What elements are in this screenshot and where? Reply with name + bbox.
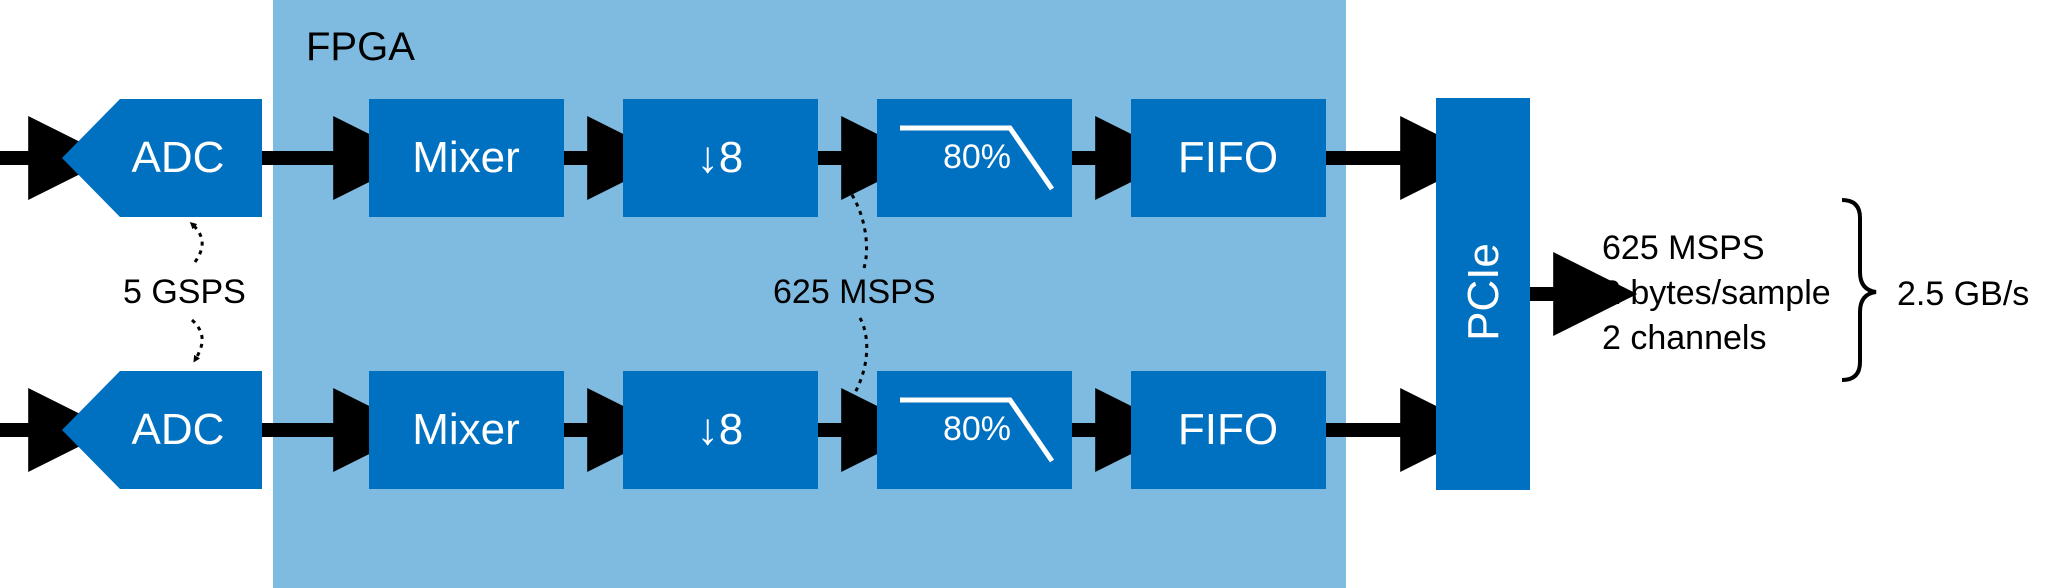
lowpass-response-icon — [900, 125, 1055, 191]
fifo-block — [1131, 371, 1326, 489]
lowpass-response-icon — [900, 397, 1055, 463]
decimator-block — [623, 99, 818, 217]
adc-label: ADC — [132, 405, 225, 454]
fpga-region — [273, 0, 1346, 588]
channel-top: ADC Mixer ↓8 80% FIFO — [0, 99, 1485, 217]
pcie-label: PCIe — [1459, 243, 1508, 341]
fifo-label: FIFO — [1178, 405, 1278, 454]
adc-rate-label: 5 GSPS — [123, 273, 246, 311]
output-line-channels: 2 channels — [1602, 319, 1766, 357]
adc-block — [62, 371, 262, 489]
output-line-rate: 625 MSPS — [1602, 229, 1765, 267]
output-line-bytes: 2 bytes/sample — [1602, 274, 1831, 312]
filter-label: 80% — [943, 410, 1011, 448]
decimator-block — [623, 371, 818, 489]
lowpass-filter-block — [877, 99, 1072, 217]
fifo-label: FIFO — [1178, 133, 1278, 182]
lowpass-filter-block — [877, 371, 1072, 489]
decimator-label: ↓8 — [697, 133, 743, 182]
mixer-block — [369, 99, 564, 217]
decimated-rate-label: 625 MSPS — [773, 273, 936, 311]
decimator-label: ↓8 — [697, 405, 743, 454]
fifo-block — [1131, 99, 1326, 217]
output-total-rate: 2.5 GB/s — [1897, 275, 2029, 313]
mixer-block — [369, 371, 564, 489]
adc-rate-pointer-up — [189, 221, 204, 263]
mixer-label: Mixer — [412, 133, 520, 182]
filter-label: 80% — [943, 138, 1011, 176]
fpga-label: FPGA — [306, 25, 415, 69]
adc-block — [62, 99, 262, 217]
curly-brace — [1841, 198, 1877, 382]
decimated-rate-pointer-up — [844, 183, 869, 269]
channel-bottom: ADC Mixer ↓8 80% FIFO — [0, 371, 1485, 489]
mixer-label: Mixer — [412, 405, 520, 454]
adc-rate-pointer-down — [190, 318, 204, 363]
pcie-block — [1436, 98, 1530, 490]
adc-label: ADC — [132, 133, 225, 182]
